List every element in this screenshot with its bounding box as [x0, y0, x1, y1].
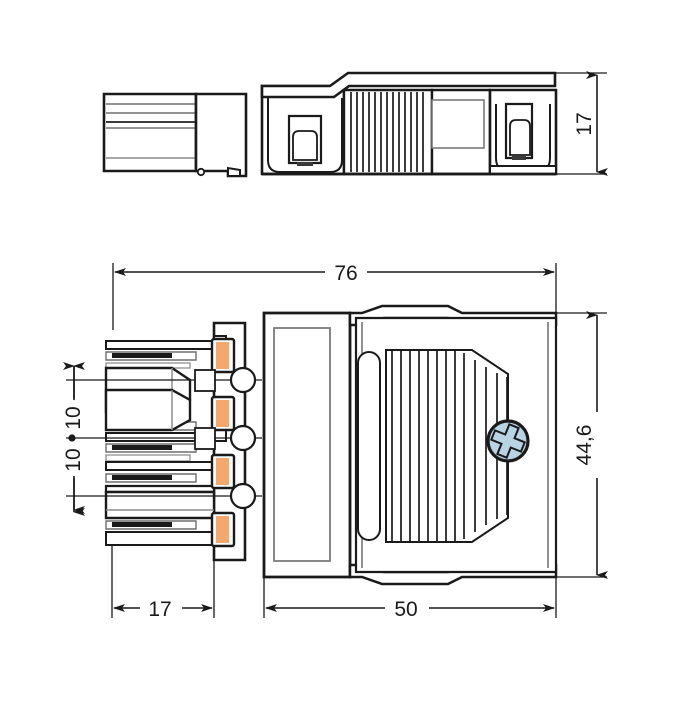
side-top-plate-shape — [260, 71, 557, 99]
side-left-latch-tab-detail — [292, 130, 318, 161]
side-rib-lines — [350, 92, 424, 172]
dim50-label: 50 — [394, 598, 417, 621]
side-window-rect — [431, 99, 485, 149]
pin1-dark-slot — [112, 353, 172, 358]
round-opening-3 — [229, 482, 257, 510]
side-right-latch-shade — [512, 156, 526, 160]
square-marker-2 — [194, 427, 216, 450]
side-view-cable-entry — [102, 92, 198, 173]
side-transition-foot — [227, 166, 241, 177]
dimension-housing-length-50: 50 — [263, 577, 557, 621]
dim76-label-bg — [325, 258, 367, 284]
housing-rib-field — [385, 349, 509, 543]
side-view-right-latch-pocket — [488, 88, 558, 176]
coding-tabs-group — [210, 337, 236, 548]
top-view-housing — [262, 304, 558, 586]
dim10u-label: 10 — [62, 406, 85, 429]
side-view-left-latch-pocket — [260, 84, 346, 176]
top-view-group: 76 — [62, 258, 610, 621]
dim10l-label: 10 — [62, 448, 85, 471]
side-view-window-section — [430, 88, 492, 176]
housing-grip-slot — [357, 351, 381, 541]
side-view-group: 17 — [102, 71, 608, 178]
coding-tab-3 — [210, 453, 236, 490]
side-transition-body — [194, 92, 248, 178]
round-opening-1 — [229, 366, 257, 394]
pin2-dark-slot — [112, 445, 172, 450]
dim50-label-bg — [385, 594, 429, 620]
contact-pin-3 — [104, 456, 227, 546]
side-cable-body — [102, 92, 198, 173]
dim17b-label: 17 — [148, 598, 171, 621]
dimension-width-446: 44,6 — [556, 311, 610, 579]
contact-pin-2 — [104, 388, 227, 462]
round-opening-2 — [229, 424, 257, 452]
coding-tab-3-fill — [216, 458, 229, 485]
dimension-length-76: 76 — [112, 258, 557, 330]
coding-tab-2-fill — [216, 400, 229, 427]
earth-screw — [486, 419, 530, 463]
dim446-label-bg — [584, 412, 610, 478]
dim446-label: 44,6 — [573, 425, 596, 466]
side-view-top-plate — [260, 71, 557, 99]
coding-tab-4 — [210, 511, 236, 548]
side-view-transition — [194, 92, 248, 178]
housing-front-window — [273, 327, 331, 562]
side-transition-pivot — [196, 167, 206, 177]
coding-tab-2 — [210, 395, 236, 432]
dimension-pin-length-17: 17 — [111, 545, 215, 621]
dim17-label: 17 — [573, 112, 596, 135]
pin3-foot — [105, 531, 215, 546]
pin2-blade — [104, 388, 192, 432]
pin3-dark-slot — [112, 475, 172, 480]
coding-tab-4-fill — [216, 516, 229, 543]
side-left-latch-shade — [297, 162, 313, 166]
centre-dot-marker — [68, 434, 76, 442]
coding-tab-1-fill — [216, 342, 229, 369]
dim17b-label-bg — [140, 594, 182, 620]
pin2-gray-line — [105, 454, 191, 462]
earth-screw-cross-slot — [489, 422, 527, 460]
side-right-latch-tab-detail — [509, 119, 531, 156]
pin3-lower-dark-slot — [112, 522, 172, 527]
pin1-gray-line — [105, 362, 191, 369]
square-marker-1 — [194, 369, 216, 392]
openings-group — [66, 366, 262, 510]
dim76-label: 76 — [334, 262, 357, 285]
coding-tab-1 — [210, 337, 236, 374]
dimension-height-17: 17 — [556, 71, 608, 176]
side-left-pocket-inner — [267, 98, 343, 173]
side-view-ribbed-section — [342, 88, 434, 176]
